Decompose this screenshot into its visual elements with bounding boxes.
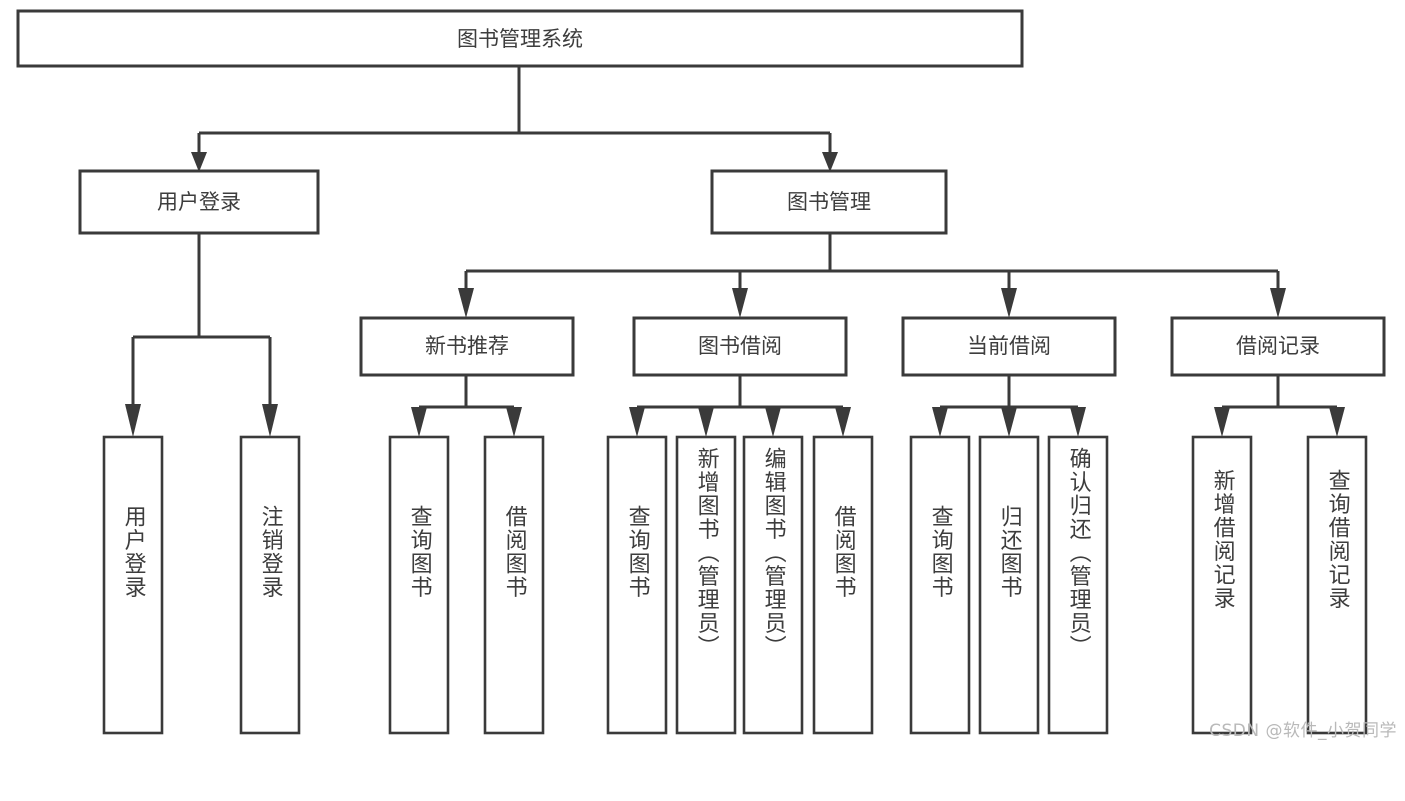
arrowhead-book-manage: [822, 152, 838, 172]
leaf-borrow-record-1[interactable]: [1191, 435, 1253, 735]
leaf-borrow-record-2[interactable]: [1306, 435, 1368, 735]
node-borrow-record[interactable]: [1170, 316, 1386, 377]
node-borrow-record-label: 借阅记录: [1236, 334, 1320, 358]
node-root-book-management-system[interactable]: [16, 9, 1024, 68]
watermark-text: CSDN @软件_小贺同学: [1209, 721, 1397, 741]
node-root-label: 图书管理系统: [457, 27, 583, 51]
leaf-book-borrow-1[interactable]: [606, 435, 668, 735]
arrowhead-leaf-borrow-record-1: [1214, 407, 1230, 437]
arrowhead-leaf-current-borrow-2: [1001, 407, 1017, 437]
leaf-user-login-1[interactable]: [102, 435, 164, 735]
arrowhead-leaf-borrow-record-2: [1329, 407, 1345, 437]
arrowhead-leaf-current-borrow-3: [1070, 407, 1086, 437]
flowchart-svg: 图书管理系统 用户登录 图书管理 新书推荐 图书借阅 当前借阅 借阅记录: [16, 9, 1386, 735]
arrowhead-user-login: [191, 152, 207, 172]
arrowhead-leaf-user-login-1: [125, 404, 141, 437]
leaf-book-borrow-2[interactable]: [675, 435, 737, 735]
leaf-new-book-recommend-1[interactable]: [388, 435, 450, 735]
leaf-current-borrow-3[interactable]: [1047, 435, 1109, 735]
node-book-borrow[interactable]: [632, 316, 848, 377]
node-current-borrow-label: 当前借阅: [967, 334, 1051, 358]
leaf-current-borrow-2[interactable]: [978, 435, 1040, 735]
arrowhead-leaf-new-book-1: [411, 407, 427, 437]
node-new-book-recommend-label: 新书推荐: [425, 334, 509, 358]
arrowhead-current-borrow: [1001, 288, 1017, 318]
arrowhead-borrow-record: [1270, 288, 1286, 318]
arrowhead-leaf-book-borrow-4: [835, 407, 851, 437]
arrowhead-leaf-book-borrow-2: [698, 407, 714, 437]
arrowhead-leaf-book-borrow-1: [629, 407, 645, 437]
node-new-book-recommend[interactable]: [359, 316, 575, 377]
node-book-management[interactable]: [710, 169, 948, 235]
leaf-book-borrow-4[interactable]: [812, 435, 874, 735]
arrowhead-leaf-current-borrow-1: [932, 407, 948, 437]
node-user-login-label: 用户登录: [157, 190, 241, 214]
leaf-current-borrow-1[interactable]: [909, 435, 971, 735]
node-user-login[interactable]: [78, 169, 320, 235]
diagram-canvas: 图书管理系统 用户登录 图书管理 新书推荐 图书借阅 当前借阅 借阅记录: [16, 9, 1397, 741]
node-layer: 图书管理系统 用户登录 图书管理 新书推荐 图书借阅 当前借阅 借阅记录: [16, 9, 1386, 735]
leaf-new-book-recommend-2[interactable]: [483, 435, 545, 735]
arrowhead-book-borrow: [732, 288, 748, 318]
arrowhead-leaf-user-login-2: [262, 404, 278, 437]
leaf-book-borrow-3[interactable]: [742, 435, 804, 735]
arrowhead-leaf-book-borrow-3: [765, 407, 781, 437]
arrowhead-leaf-new-book-2: [506, 407, 522, 437]
node-book-borrow-label: 图书借阅: [698, 334, 782, 358]
connector-layer: [125, 66, 1345, 437]
node-book-management-label: 图书管理: [787, 190, 871, 214]
arrowhead-new-book-recommend: [458, 288, 474, 318]
leaf-user-login-2[interactable]: [239, 435, 301, 735]
node-current-borrow[interactable]: [901, 316, 1117, 377]
